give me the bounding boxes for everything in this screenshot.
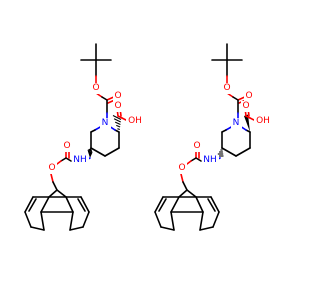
piperidine-ring-1 xyxy=(90,125,120,157)
ring-nitrogen-label: N xyxy=(233,118,240,128)
tert-butyl-group-1 xyxy=(80,43,112,77)
fmoc-ester-oxygen-label: O xyxy=(178,163,185,173)
ring-nitrogen-label: N xyxy=(102,118,109,128)
fmoc-nitrogen-label: NH xyxy=(73,155,87,165)
boc-carbonyl-oxygen-label: O xyxy=(114,91,121,101)
tert-butyl-group-2 xyxy=(211,43,243,77)
acid-carbonyl-oxygen-label: O xyxy=(114,101,121,111)
fmoc-carbamate-2 xyxy=(180,149,202,191)
boc-ester-oxygen-label: O xyxy=(92,83,99,93)
piperidine-ring-2 xyxy=(221,125,251,157)
fmoc-ester-oxygen-label: O xyxy=(48,163,55,173)
boc-ester-oxygen-label: O xyxy=(223,83,230,93)
acid-carbonyl-oxygen-label: O xyxy=(242,101,249,111)
fmoc-carbonyl-oxygen-label: O xyxy=(63,141,70,151)
fluorene-group-1 xyxy=(24,189,90,231)
acid-hydroxyl-label: OH xyxy=(128,116,142,126)
boc-carbonyl-oxygen-label: O xyxy=(245,91,252,101)
fmoc-carbonyl-oxygen-label: O xyxy=(193,141,200,151)
atom-labels-2: O O N O OH O O NH xyxy=(177,83,272,174)
structure-canvas: O O N O OH O O NH xyxy=(24,43,272,231)
fmoc-carbamate-1 xyxy=(50,149,72,191)
fluorene-group-2 xyxy=(154,189,220,231)
acid-hydroxyl-label: OH xyxy=(256,116,270,126)
fmoc-nitrogen-label: NH xyxy=(203,155,217,165)
molecule-2: O O N O OH O O NH xyxy=(154,43,272,231)
atom-labels-1: O O N O OH O O NH xyxy=(47,83,144,174)
molecule-1: O O N O OH O O NH xyxy=(24,43,144,231)
